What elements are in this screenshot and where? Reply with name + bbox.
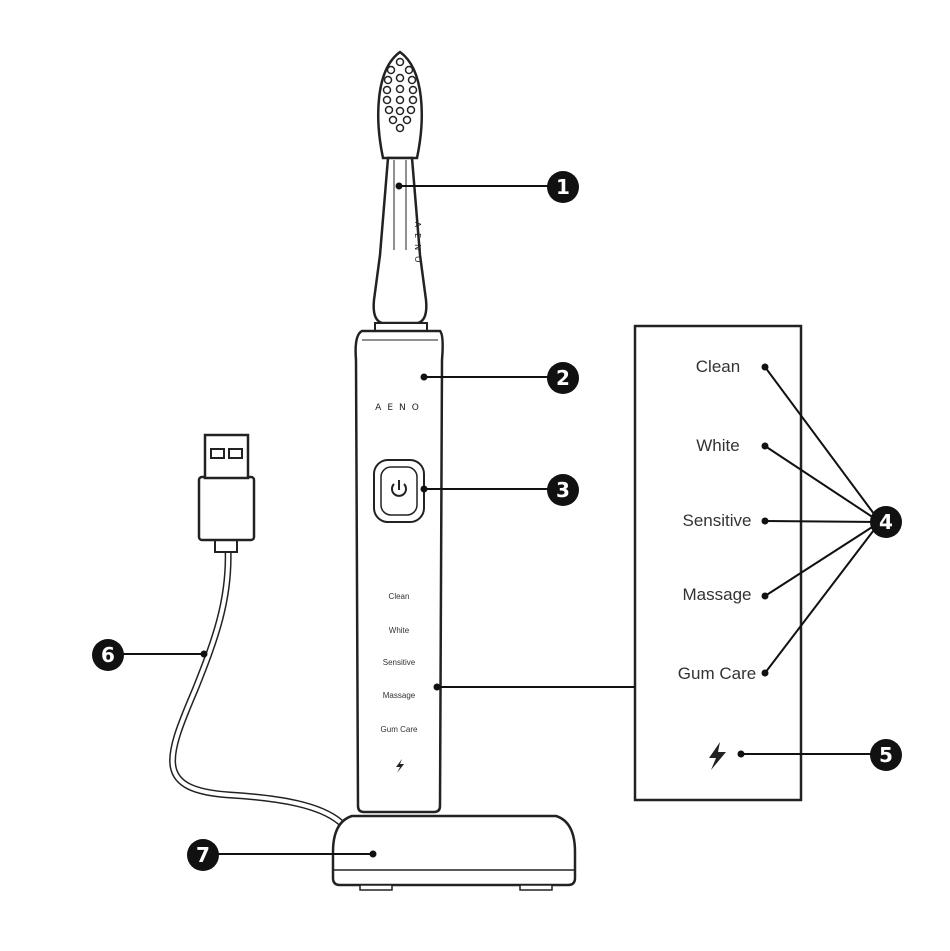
callout-2: 2 <box>547 362 579 394</box>
handle-brand: AENO <box>375 403 425 413</box>
callout-1: 1 <box>547 171 579 203</box>
mode-panel: Clean White Sensitive Massage Gum Care <box>635 326 801 800</box>
panel-mode-sensitive: Sensitive <box>683 511 752 530</box>
svg-text:4: 4 <box>879 510 893 534</box>
svg-text:3: 3 <box>556 478 570 502</box>
panel-mode-massage: Massage <box>683 585 752 604</box>
callout-6: 6 <box>92 639 124 671</box>
callout-7: 7 <box>187 839 219 871</box>
handle: AENO Clean White Sensitive Massage Gum C… <box>356 323 443 812</box>
svg-text:5: 5 <box>879 743 893 767</box>
callout-4: 4 <box>870 506 902 538</box>
svg-text:7: 7 <box>196 843 210 867</box>
handle-mode-massage: Massage <box>383 691 416 700</box>
handle-mode-white: White <box>389 626 410 635</box>
panel-mode-gum-care: Gum Care <box>678 664 756 683</box>
brush-head-brand: AENO <box>413 222 422 269</box>
svg-text:6: 6 <box>101 643 115 667</box>
panel-mode-clean: Clean <box>696 357 740 376</box>
power-button[interactable] <box>374 460 424 522</box>
handle-mode-gum-care: Gum Care <box>381 725 418 734</box>
svg-text:1: 1 <box>556 175 570 199</box>
callout-3: 3 <box>547 474 579 506</box>
panel-mode-white: White <box>696 436 739 455</box>
handle-mode-sensitive: Sensitive <box>383 658 416 667</box>
svg-text:2: 2 <box>556 366 570 390</box>
callout-5: 5 <box>870 739 902 771</box>
usb-cable <box>173 435 340 822</box>
handle-mode-clean: Clean <box>389 592 410 601</box>
